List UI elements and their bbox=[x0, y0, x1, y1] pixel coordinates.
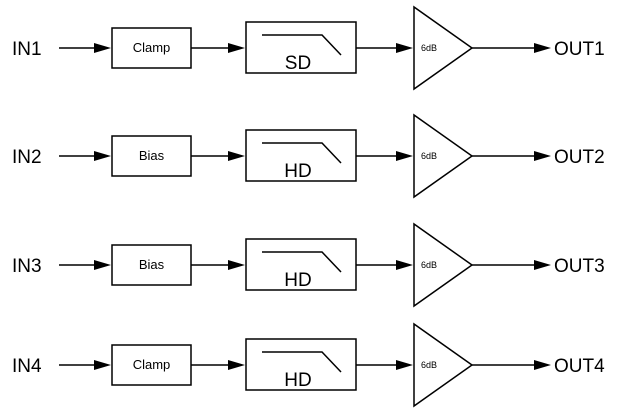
input-label: IN3 bbox=[12, 256, 42, 277]
filter-box bbox=[245, 21, 357, 74]
stage1-box bbox=[111, 344, 192, 386]
stage1-label: Clamp bbox=[133, 40, 171, 55]
arrow-head bbox=[94, 360, 111, 370]
input-label: IN1 bbox=[12, 39, 42, 60]
stage1-label: Bias bbox=[139, 148, 165, 163]
filter-label: HD bbox=[284, 370, 311, 391]
output-label: OUT4 bbox=[554, 356, 605, 377]
arrow-head bbox=[396, 151, 413, 161]
arrow-head bbox=[534, 151, 551, 161]
filter-label: HD bbox=[284, 161, 311, 182]
lowpass-curve-icon bbox=[262, 351, 342, 373]
channel-3: IN3 Bias HD 6dB OUT3 bbox=[12, 222, 605, 308]
arrow-head bbox=[396, 360, 413, 370]
channel-2: IN2 Bias HD 6dB OUT2 bbox=[12, 113, 605, 199]
stage1-label: Clamp bbox=[133, 357, 171, 372]
arrow-head bbox=[534, 43, 551, 53]
amplifier-triangle bbox=[413, 322, 474, 408]
gain-label: 6dB bbox=[421, 151, 437, 161]
amplifier-triangle bbox=[413, 5, 474, 91]
filter-box bbox=[245, 338, 357, 391]
channel-1: IN1 Clamp SD 6dB OUT1 bbox=[12, 5, 605, 91]
lowpass-curve-icon bbox=[262, 34, 342, 56]
arrow-head bbox=[94, 43, 111, 53]
lowpass-curve-icon bbox=[262, 251, 342, 273]
filter-label: HD bbox=[284, 270, 311, 291]
arrow-head bbox=[534, 260, 551, 270]
arrow-head bbox=[396, 43, 413, 53]
arrow-head bbox=[94, 260, 111, 270]
channel-4: IN4 Clamp HD 6dB OUT4 bbox=[12, 322, 605, 408]
arrow-head bbox=[228, 151, 245, 161]
amplifier-triangle bbox=[413, 222, 474, 308]
arrow-head bbox=[396, 260, 413, 270]
filter-box bbox=[245, 129, 357, 182]
arrow-head bbox=[94, 151, 111, 161]
input-label: IN4 bbox=[12, 356, 42, 377]
gain-label: 6dB bbox=[421, 360, 437, 370]
filter-label: SD bbox=[285, 53, 311, 74]
gain-label: 6dB bbox=[421, 260, 437, 270]
output-label: OUT3 bbox=[554, 256, 605, 277]
output-label: OUT2 bbox=[554, 147, 605, 168]
output-label: OUT1 bbox=[554, 39, 605, 60]
arrow-head bbox=[228, 360, 245, 370]
stage1-box bbox=[111, 244, 192, 286]
amplifier-triangle bbox=[413, 113, 474, 199]
stage1-label: Bias bbox=[139, 257, 165, 272]
arrow-head bbox=[534, 360, 551, 370]
filter-box bbox=[245, 238, 357, 291]
input-label: IN2 bbox=[12, 147, 42, 168]
arrow-head bbox=[228, 260, 245, 270]
arrow-head bbox=[228, 43, 245, 53]
lowpass-curve-icon bbox=[262, 142, 342, 164]
gain-label: 6dB bbox=[421, 43, 437, 53]
